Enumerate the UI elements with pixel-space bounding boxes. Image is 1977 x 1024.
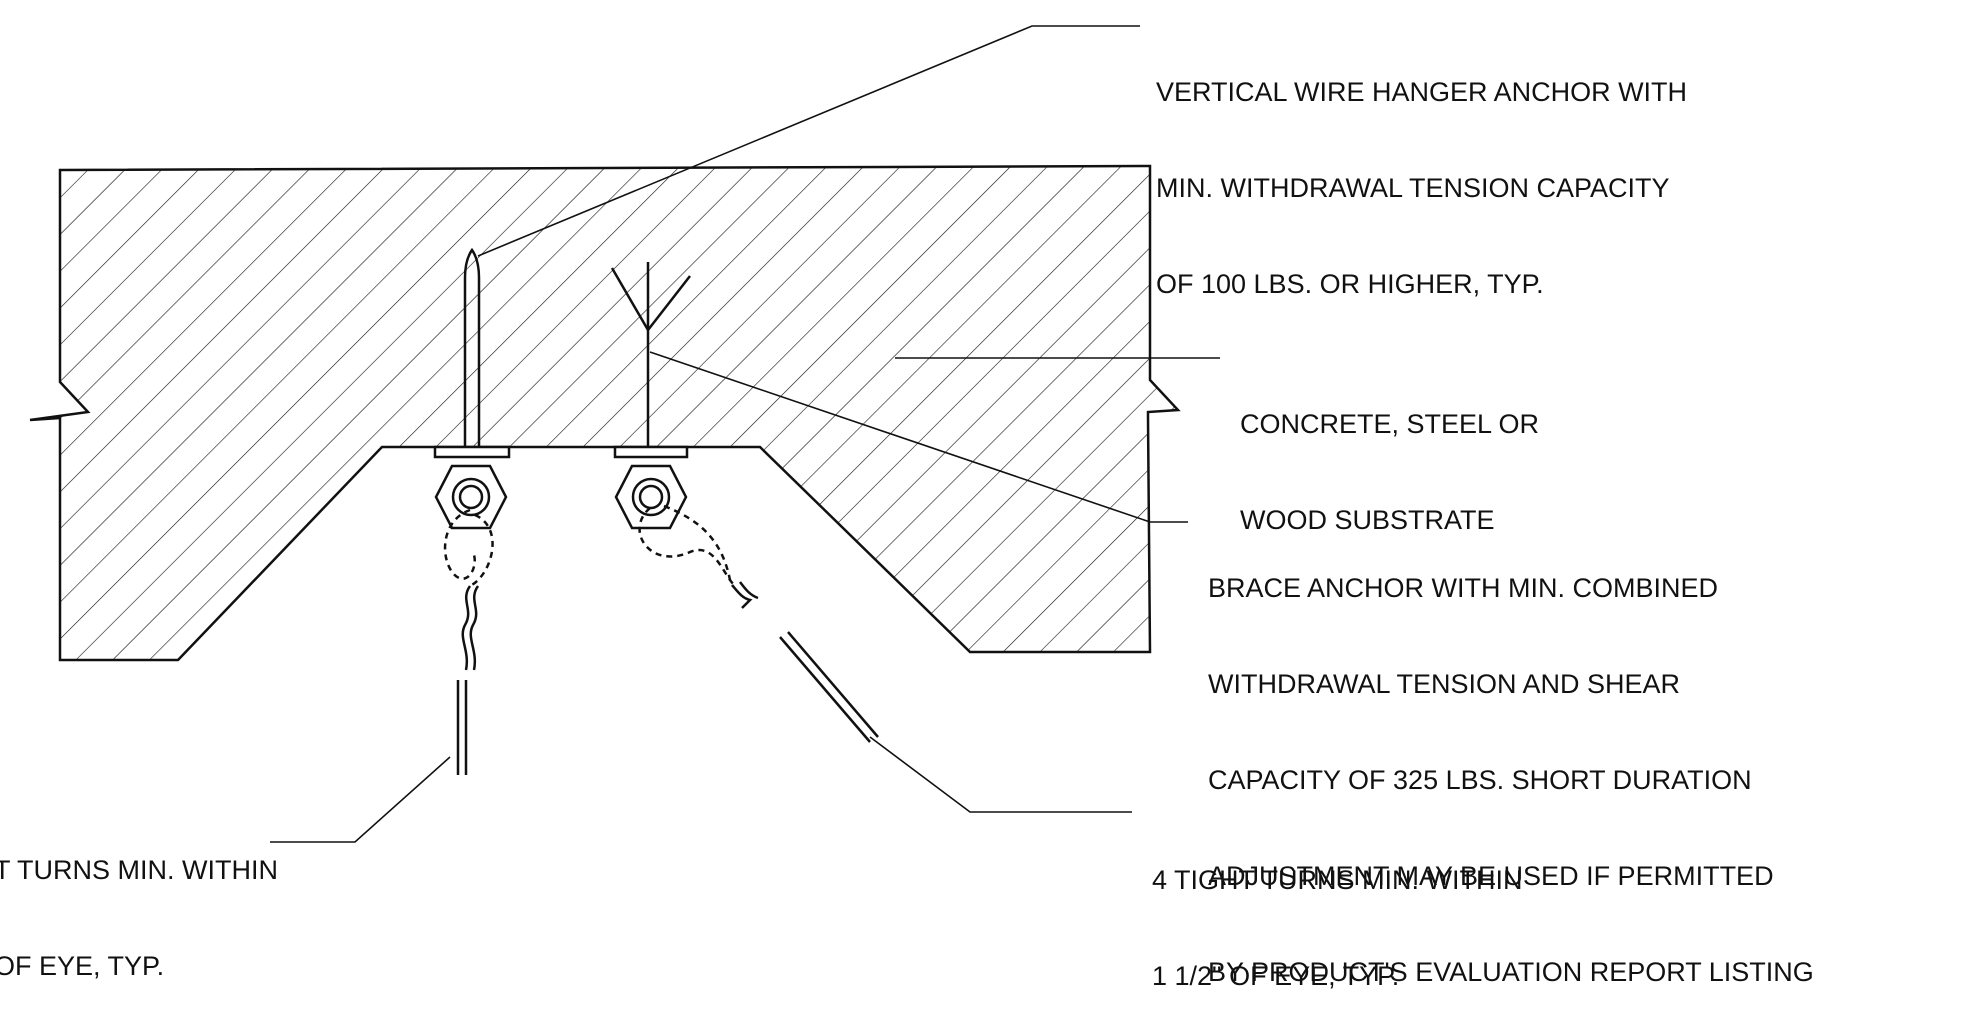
brace-anchor-note-line: WITHDRAWAL TENSION AND SHEAR (1208, 669, 1681, 699)
hanger-anchor (433, 247, 511, 775)
tight-turns-note-right: 4 TIGHT TURNS MIN. WITHIN 1 1/2" OF EYE,… (1152, 800, 1523, 1024)
hanger-anchor-note-line: OF 100 LBS. OR HIGHER, TYP. (1156, 269, 1544, 299)
hanger-anchor-note-line: MIN. WITHDRAWAL TENSION CAPACITY (1156, 173, 1670, 203)
substrate-block (29, 164, 1181, 662)
tight-turns-note-right-line: 1 1/2" OF EYE, TYP. (1152, 961, 1400, 991)
brace-anchor (610, 262, 879, 743)
tight-turns-note-right-line: 4 TIGHT TURNS MIN. WITHIN (1152, 865, 1523, 895)
brace-anchor-note-line: BRACE ANCHOR WITH MIN. COMBINED (1208, 573, 1719, 603)
hanger-anchor-note-line: VERTICAL WIRE HANGER ANCHOR WITH (1156, 77, 1688, 107)
brace-anchor-note-line: ADJUSTMENT MAY BE USED IF PERMITTED (1208, 861, 1774, 891)
substrate-note-line: CONCRETE, STEEL OR (1240, 409, 1540, 439)
detail-drawing (29, 25, 1220, 843)
leader-lines (270, 25, 1220, 843)
tight-turns-note-left: T TURNS MIN. WITHIN OF EYE, TYP. (0, 790, 278, 1014)
tight-turns-note-left-line: OF EYE, TYP. (0, 951, 165, 981)
substrate-note: CONCRETE, STEEL OR WOOD SUBSTRATE (1240, 344, 1539, 568)
hanger-anchor-note: VERTICAL WIRE HANGER ANCHOR WITH MIN. WI… (1156, 12, 1687, 332)
brace-anchor-note-line: CAPACITY OF 325 LBS. SHORT DURATION (1208, 765, 1752, 795)
substrate-note-line: WOOD SUBSTRATE (1240, 505, 1495, 535)
tight-turns-note-left-line: T TURNS MIN. WITHIN (0, 855, 278, 885)
